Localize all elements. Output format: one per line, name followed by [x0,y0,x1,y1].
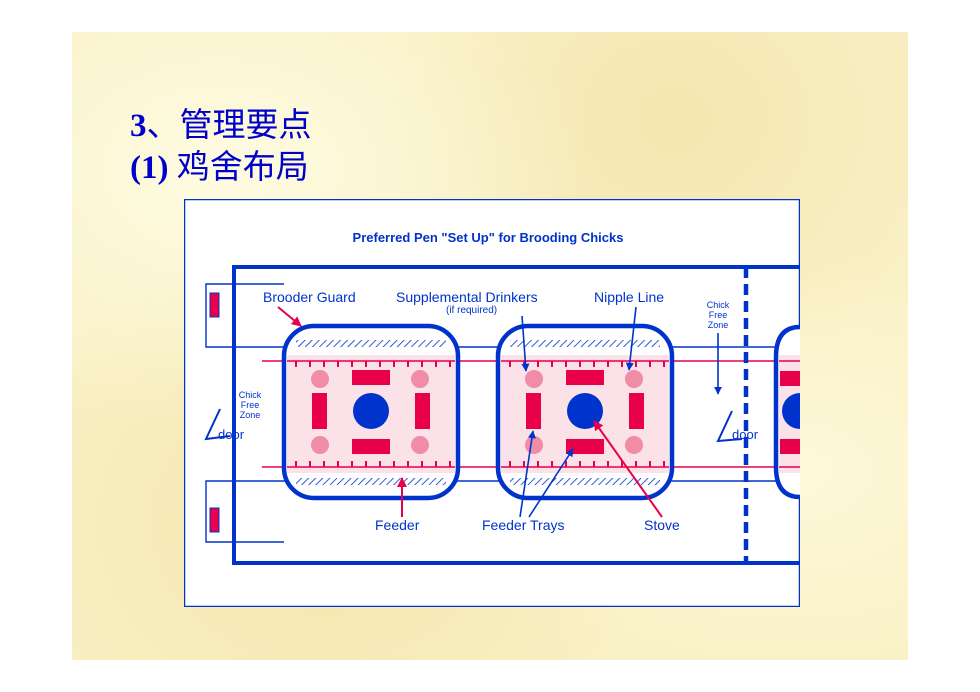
inlet-lower [209,507,220,533]
label-feeder-trays: Feeder Trays [482,517,564,533]
diagram-title: Preferred Pen "Set Up" for Brooding Chic… [353,230,624,245]
door-flap-right [716,410,743,443]
door-flap-left [204,408,231,441]
arrow-feeder-tray-2 [528,448,574,518]
brooding-pen-diagram: Preferred Pen "Set Up" for Brooding Chic… [184,199,800,607]
label-door-right: door [732,427,759,442]
arrow-nipple-line [625,306,637,371]
heading: 3、管理要点 [130,108,312,144]
label-door-left: door [218,427,245,442]
label-chick-left: Chick [239,390,262,400]
pen-wall [232,265,800,565]
label-chick-right: Chick [707,300,730,310]
label-supplemental-drinkers: Supplemental Drinkers [396,289,538,305]
arrow-stove [593,420,663,518]
arrow-brooder-guard [277,306,302,327]
label-zone-left: Zone [240,410,261,420]
label-brooder-guard: Brooder Guard [263,289,356,305]
label-free-left: Free [241,400,260,410]
inlet-upper [209,292,220,318]
label-if-required: (if required) [446,305,497,316]
label-nipple-line: Nipple Line [594,289,664,305]
brooder-unit-1 [281,323,461,501]
label-stove: Stove [644,517,680,533]
arrow-feeder-tray-1 [519,430,536,518]
label-free-right: Free [709,310,728,320]
label-feeder: Feeder [375,517,420,533]
slide-background: 3、管理要点 (1) 鸡舍布局 Preferred Pen "Set Up" f… [72,32,908,660]
figure-frame [184,199,800,607]
subheading: (1) 鸡舍布局 [130,150,309,186]
label-zone-right: Zone [708,320,729,330]
brooder-unit-3 [773,324,800,500]
arrow-drinkers [521,315,530,372]
